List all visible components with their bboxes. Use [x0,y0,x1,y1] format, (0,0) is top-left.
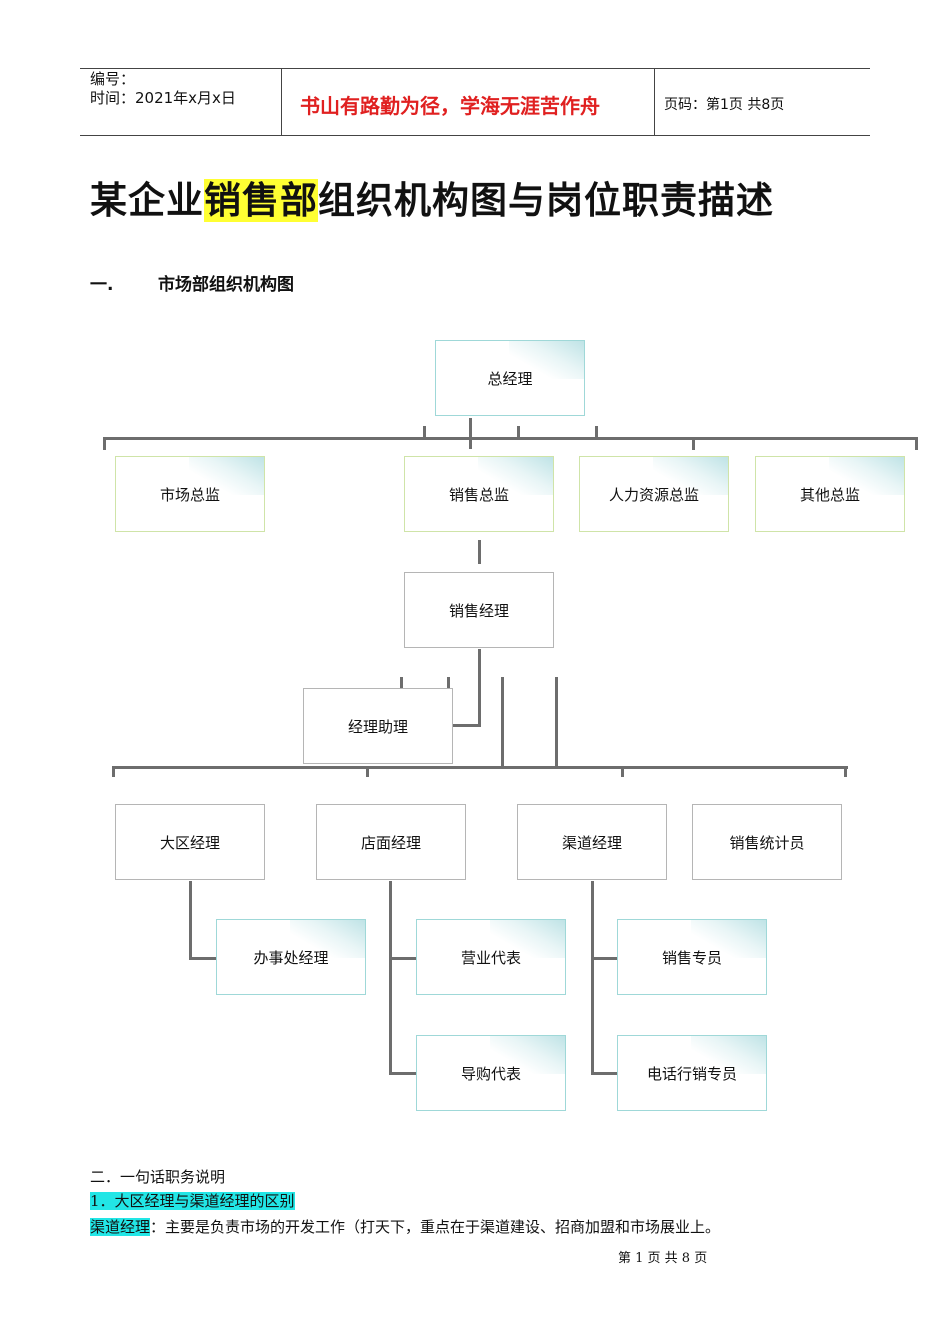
section2-heading: 二．一句话职务说明 [90,1168,226,1186]
number-label: 编号： [90,70,136,88]
org-node-office-manager: 办事处经理 [216,919,366,995]
org-label: 营业代表 [460,948,521,967]
org-label: 电话行销专员 [646,1064,737,1083]
org-label: 大区经理 [159,833,220,852]
org-node-assistant: 经理助理 [303,688,453,764]
time-label: 时间：2021年x月x日 [90,89,236,107]
document-title: 某企业销售部组织机构图与岗位职责描述 [90,170,774,224]
org-node-hr-director: 人力资源总监 [579,456,729,532]
org-label: 导购代表 [460,1064,521,1083]
org-label: 渠道经理 [561,833,622,852]
org-node-region-manager: 大区经理 [115,804,265,880]
org-node-telesales: 电话行销专员 [617,1035,767,1111]
section2-sub1: 1．大区经理与渠道经理的区别 [90,1192,295,1210]
org-label: 办事处经理 [253,948,329,967]
section1-number: 一. [90,275,114,295]
org-label: 店面经理 [360,833,421,852]
org-label: 销售总监 [448,485,509,504]
org-node-market-director: 市场总监 [115,456,265,532]
title-highlight: 销售部 [204,179,318,222]
org-label: 人力资源总监 [608,485,699,504]
title-prefix: 某企业 [90,179,204,222]
section2-subheading: 1．大区经理与渠道经理的区别 [90,1190,295,1211]
header-page-label: 页码：第1页 共8页 [664,97,785,113]
org-node-channel-manager: 渠道经理 [517,804,667,880]
channel-desc: ：主要是负责市场的开发工作（打天下，重点在于渠道建设、招商加盟和市场展业上。 [150,1218,721,1236]
org-node-business-rep: 营业代表 [416,919,566,995]
org-label: 经理助理 [347,717,408,736]
org-label: 销售经理 [448,601,509,620]
header-motto: 书山有路勤为径，学海无涯苦作舟 [300,94,600,118]
org-node-ceo: 总经理 [435,340,585,416]
org-label: 销售专员 [661,948,722,967]
header-meta: 编号： 时间：2021年x月x日 [90,70,236,108]
section1-label: 市场部组织机构图 [158,275,294,295]
org-node-sales-specialist: 销售专员 [617,919,767,995]
org-label: 总经理 [487,369,533,388]
org-node-store-manager: 店面经理 [316,804,466,880]
section2-paragraph: 渠道经理：主要是负责市场的开发工作（打天下，重点在于渠道建设、招商加盟和市场展业… [90,1216,720,1237]
org-node-statistician: 销售统计员 [692,804,842,880]
org-label: 其他总监 [799,485,860,504]
footer-page-info: 第 1 页 共 8 页 [618,1251,708,1266]
org-node-sales-manager: 销售经理 [404,572,554,648]
org-node-shopping-guide: 导购代表 [416,1035,566,1111]
org-node-sales-director: 销售总监 [404,456,554,532]
org-label: 市场总监 [159,485,220,504]
org-node-other-director: 其他总监 [755,456,905,532]
title-suffix: 组织机构图与岗位职责描述 [318,179,774,222]
org-label: 销售统计员 [729,833,805,852]
channel-term: 渠道经理 [90,1218,151,1236]
section1-heading: 一. 市场部组织机构图 [90,270,294,295]
